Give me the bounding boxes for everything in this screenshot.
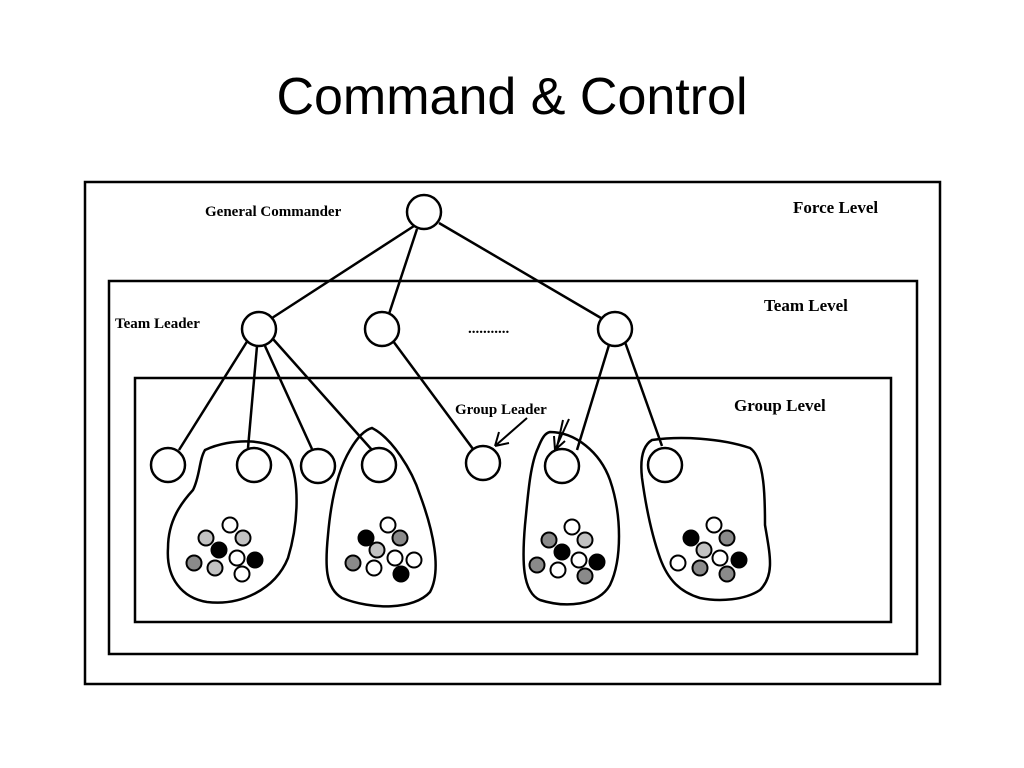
member-dot (718, 565, 736, 583)
ellipsis-label: ........... (468, 321, 510, 337)
member-dot (185, 554, 203, 572)
general-commander-label: General Commander (205, 204, 342, 220)
group-node (646, 446, 684, 484)
team-node (596, 310, 634, 348)
member-dot (206, 559, 224, 577)
team-level-box (107, 279, 919, 656)
arrow-to-group-leader-left (494, 417, 528, 447)
slide-title: Command & Control (276, 68, 748, 126)
force-level-box (83, 180, 942, 686)
member-dot (576, 567, 594, 585)
member-dot (210, 541, 228, 559)
group-leader-node (464, 444, 502, 482)
cluster-blobs (166, 426, 772, 608)
team-leader-label: Team Leader (115, 316, 200, 332)
member-dot (391, 529, 409, 547)
group-node (149, 446, 187, 484)
cluster-blob-2 (325, 426, 437, 608)
member-dot (221, 516, 239, 534)
member-dot (357, 529, 375, 547)
connector-line (623, 341, 664, 447)
connector-line (271, 224, 415, 320)
cluster-blob-1 (166, 440, 298, 604)
group-node (235, 446, 273, 484)
connector-line (263, 345, 314, 450)
member-dot (730, 551, 748, 569)
connector-line (272, 338, 373, 451)
team-level-label: Team Level (764, 296, 848, 315)
member-dot (405, 551, 423, 569)
member-dot (234, 529, 252, 547)
hierarchy-nodes (149, 193, 684, 485)
member-dot (718, 529, 736, 547)
arrow-to-group-leader-right-2 (556, 419, 564, 448)
connector-line (387, 228, 419, 315)
connector-line (575, 344, 611, 451)
member-dot (228, 549, 246, 567)
member-dot (233, 565, 251, 583)
group-level-box (133, 376, 893, 624)
member-dot (711, 549, 729, 567)
member-dot (563, 518, 581, 536)
member-dot (246, 551, 264, 569)
member-dot (570, 551, 588, 569)
force-level-label: Force Level (793, 198, 878, 217)
member-dot (365, 559, 383, 577)
connector-line (177, 339, 250, 451)
connector-line (438, 221, 602, 320)
group-leader-arrows (494, 417, 570, 451)
member-dot (705, 516, 723, 534)
connector-line (246, 345, 259, 449)
member-dot (197, 529, 215, 547)
connector-line (391, 340, 475, 450)
connector-lines (177, 221, 664, 451)
member-dot (392, 565, 410, 583)
team-leader-node (240, 310, 278, 348)
member-dot (540, 531, 558, 549)
member-dot (549, 561, 567, 579)
member-dot (386, 549, 404, 567)
group-node (360, 446, 398, 484)
member-dot (588, 553, 606, 571)
member-dot (695, 541, 713, 559)
member-dot (691, 559, 709, 577)
cluster-blob-3 (522, 430, 621, 606)
member-dot (368, 541, 386, 559)
group-node (299, 447, 337, 485)
member-dot (553, 543, 571, 561)
group-level-label: Group Level (734, 396, 826, 415)
member-dots (185, 516, 748, 585)
team-node (363, 310, 401, 348)
member-dot (379, 516, 397, 534)
group-leader-label: Group Leader (455, 402, 547, 418)
member-dot (576, 531, 594, 549)
cluster-blob-4 (640, 436, 772, 602)
general-commander-node (405, 193, 443, 231)
member-dot (528, 556, 546, 574)
member-dot (682, 529, 700, 547)
member-dot (344, 554, 362, 572)
member-dot (669, 554, 687, 572)
group-node (543, 447, 581, 485)
